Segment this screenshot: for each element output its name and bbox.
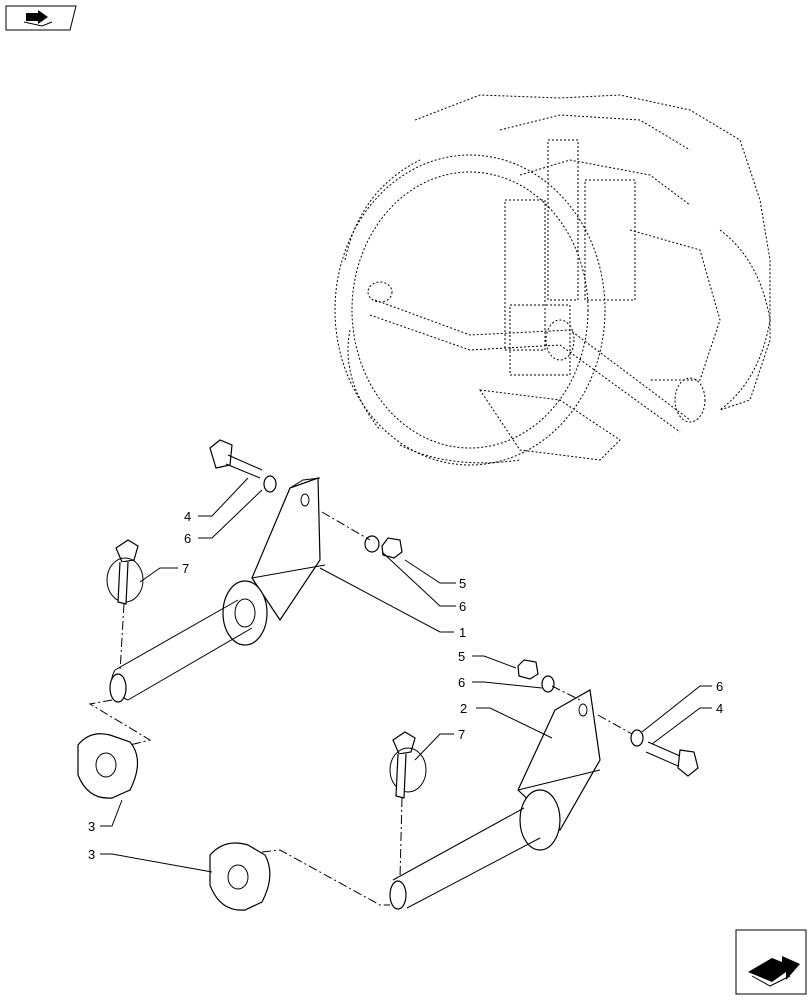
book-arrow-icon[interactable] [5,5,77,31]
callout-1: 1 [459,625,466,640]
callout-6-upper: 6 [184,531,191,546]
assembly-line-nut-lower [551,685,581,701]
tractor-rear-outline [334,94,771,466]
leader-lines [100,477,712,873]
lynch-pin-lower [389,731,427,799]
washer-lower-right [630,729,644,747]
assembly-line-washer-lower [261,849,390,906]
spacer-washer-lower [209,842,271,911]
callout-4-lower-right: 4 [716,701,723,716]
washer-upper-left [263,475,277,493]
callout-6-lower: 6 [458,675,465,690]
callout-6-upper-right: 6 [459,599,466,614]
washer-lower-left [541,675,555,693]
assembly-line-pin-lower [399,797,403,879]
hitch-pin-bracket-1 [109,477,326,703]
next-page-arrow-icon[interactable] [735,929,807,995]
callout-4-upper: 4 [184,509,191,524]
callout-7-lower: 7 [458,727,465,742]
nut-upper-right [381,537,403,559]
bolt-lower-right [645,741,699,777]
callout-5-lower: 5 [458,649,465,664]
spacer-washer-upper [77,733,139,799]
callout-2: 2 [460,701,467,716]
assembly-line-bolt-upper [321,511,371,541]
callout-6-lower-right: 6 [716,679,723,694]
callout-5-upper: 5 [459,576,466,591]
assembly-line-washer-upper [88,699,152,746]
assembly-line-pin-upper [119,603,125,673]
callout-3-upper: 3 [88,819,95,834]
nut-lower-left [517,659,539,680]
callout-7-upper: 7 [182,561,189,576]
hitch-pin-bracket-2 [389,689,601,910]
callout-3-lower: 3 [88,847,95,862]
bolt-upper-left [209,439,263,479]
washer-upper-right [364,535,380,553]
assembly-line-bolt-lower [597,714,633,735]
lynch-pin-upper [106,539,144,605]
